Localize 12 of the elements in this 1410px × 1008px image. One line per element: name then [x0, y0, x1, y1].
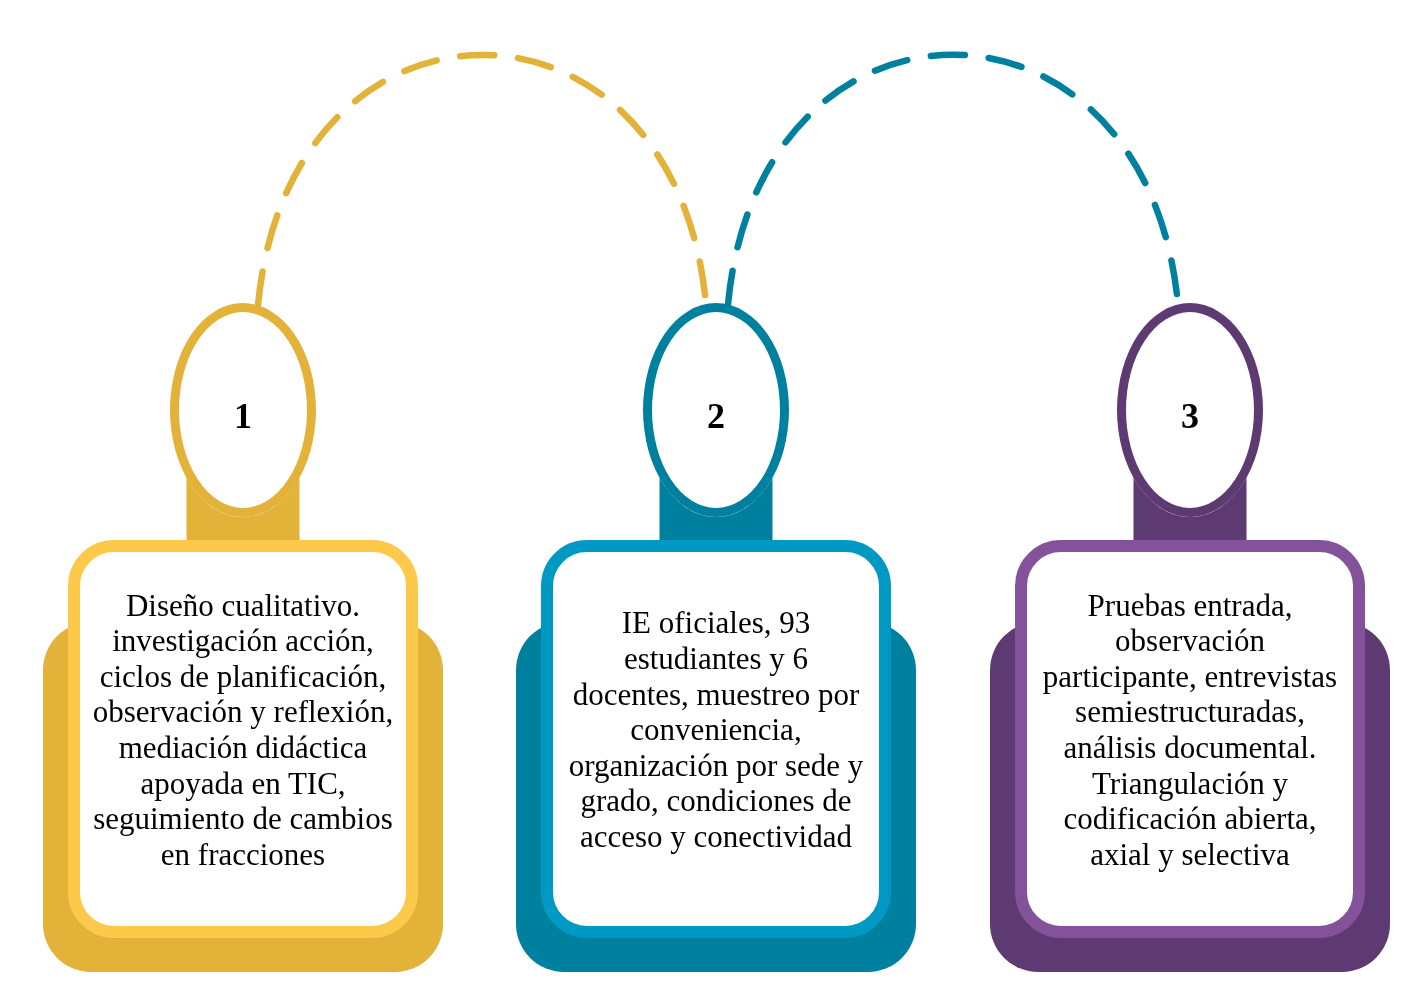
connector-stem [186, 477, 300, 543]
text-card [541, 540, 891, 938]
step-number: 1 [234, 398, 252, 434]
card-text: IE oficiales, 93 estudiantes y 6 docentes, muestreo por conveniencia, organización por sede y grado, condiciones de acceso y conectividad [567, 605, 865, 855]
card-text: Diseño cualitativo. investigación acción, ciclos de planificación, observación y reflexión, mediación didáctica apoyada en TIC, seguimiento de cambios en fracciones [91, 587, 395, 873]
text-card [1015, 540, 1365, 938]
connector-stem [1133, 477, 1247, 543]
step-number: 3 [1181, 398, 1199, 434]
step-number: 2 [707, 398, 725, 434]
card-text: Pruebas entrada, observación participante, entrevistas semiestructuradas, análisis documental. Triangulación y codificación abierta, axial y selectiva [1041, 587, 1339, 873]
connector-stem [659, 477, 773, 543]
text-card [68, 540, 418, 938]
